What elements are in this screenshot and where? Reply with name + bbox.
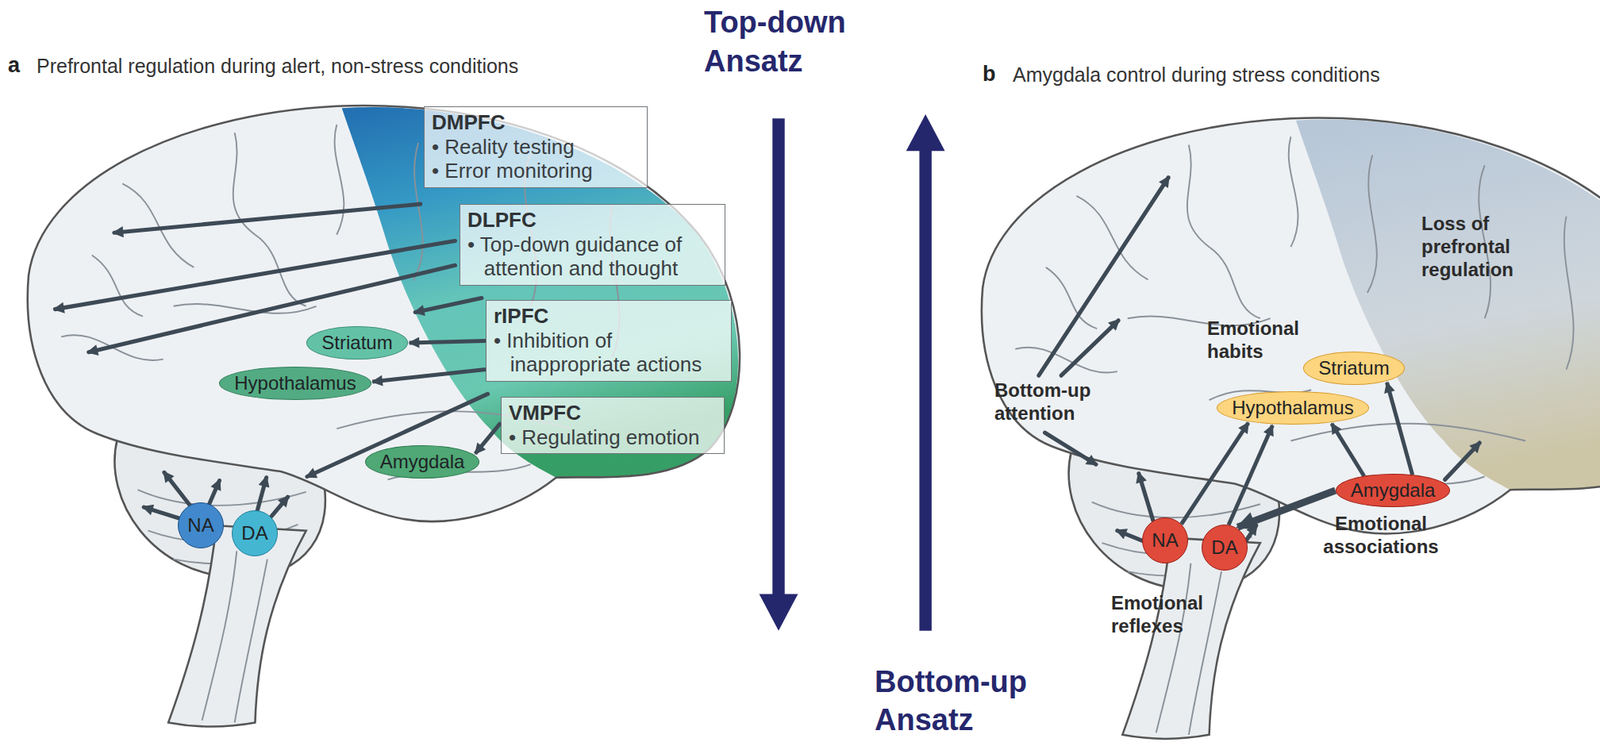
structure-name: Hypothalamus xyxy=(1231,396,1354,420)
illustration-part xyxy=(143,507,180,519)
region-note: Emotional reflexes xyxy=(1111,592,1231,639)
structure-ellipse: Striatum xyxy=(306,326,408,360)
structure-ellipse: Amygdala xyxy=(1335,473,1451,508)
region-name: DMPFC xyxy=(431,110,640,135)
projection-arrow xyxy=(1331,423,1365,477)
panel-title: Prefrontal regulation during alert, non-… xyxy=(36,53,640,78)
nucleus-circle: DA xyxy=(1201,524,1248,571)
region-box: VMPFC• Regulating emotion xyxy=(500,396,725,454)
structure-name: Hypothalamus xyxy=(234,372,356,395)
illustration-part xyxy=(1445,442,1481,480)
illustration-part xyxy=(164,472,190,505)
illustration-part xyxy=(1061,320,1119,376)
prefrontal-shading xyxy=(1296,119,1600,490)
region-name: rIPFC xyxy=(493,303,724,329)
structure-ellipse: Hypothalamus xyxy=(1216,391,1369,425)
region-box: DMPFC• Reality testing• Error monitoring xyxy=(423,106,648,189)
region-name: VMPFC xyxy=(508,400,717,426)
projection-arrow xyxy=(1237,490,1335,527)
region-note: Loss of prefrontal regulation xyxy=(1421,212,1541,281)
projection-arrow xyxy=(1387,382,1413,476)
approach-label: Bottom-up Ansatz xyxy=(874,663,1058,739)
region-note: Emotional habits xyxy=(1207,317,1327,364)
projection-arrows xyxy=(54,177,1480,542)
projection-arrow xyxy=(475,423,501,454)
structure-name: Amygdala xyxy=(1350,479,1436,502)
nucleus-circle: DA xyxy=(231,510,278,557)
illustration-part xyxy=(906,114,946,151)
structure-name: Amygdala xyxy=(380,450,466,474)
brain-left xyxy=(27,105,740,727)
region-box: DLPFC• Top-down guidance of attention an… xyxy=(459,203,726,286)
structure-name: NA xyxy=(187,514,214,537)
illustration-part xyxy=(307,393,489,477)
illustration-part xyxy=(759,593,799,631)
brain-body xyxy=(981,118,1600,739)
structure-ellipse: Amygdala xyxy=(365,445,481,479)
illustration-part xyxy=(1038,177,1169,376)
structure-name: DA xyxy=(241,522,268,545)
projection-arrow xyxy=(1228,425,1273,526)
direction-arrows xyxy=(759,114,946,631)
projection-arrow xyxy=(372,369,486,382)
illustration-part xyxy=(271,496,289,516)
illustration-part xyxy=(54,240,455,309)
region-note: Bottom-up attention xyxy=(994,379,1114,426)
panel-letter: b xyxy=(982,61,1007,87)
brain-right xyxy=(981,118,1600,739)
structure-ellipse: Striatum xyxy=(1303,351,1404,385)
projection-arrow xyxy=(409,341,486,343)
function-bullet: • Inhibition of inappropriate actions xyxy=(493,328,724,377)
nucleus-circle: NA xyxy=(1142,517,1189,564)
illustration-part xyxy=(919,149,931,631)
projection-arrow xyxy=(1181,423,1250,525)
panel-title: Amygdala control during stress condition… xyxy=(1012,62,1521,87)
function-bullet: • Reality testing xyxy=(431,134,640,160)
structure-name: NA xyxy=(1151,529,1178,552)
structure-ellipse: Hypothalamus xyxy=(219,366,371,400)
region-name: DLPFC xyxy=(467,207,718,233)
illustration-part xyxy=(257,477,267,512)
function-bullet: • Regulating emotion xyxy=(508,425,717,450)
approach-label: Top-down Ansatz xyxy=(703,3,879,81)
region-note: Emotional associations xyxy=(1305,512,1457,559)
brain-body xyxy=(27,105,740,727)
nucleus-circle: NA xyxy=(177,502,224,549)
illustration-part xyxy=(415,297,482,312)
prefrontal-shading xyxy=(342,107,739,478)
illustration-part xyxy=(1117,530,1143,542)
structure-name: DA xyxy=(1211,536,1238,559)
illustration-part xyxy=(1246,525,1257,541)
illustration-part xyxy=(772,118,785,597)
region-box: rIPFC• Inhibition of inappropriate actio… xyxy=(485,300,732,382)
panel-letter: a xyxy=(7,52,32,78)
structure-name: Striatum xyxy=(1318,357,1389,380)
brain-sulci xyxy=(981,118,1600,535)
illustration-part xyxy=(1138,473,1154,521)
brain-sulci xyxy=(27,105,740,522)
structure-name: Striatum xyxy=(321,331,393,354)
illustration-part xyxy=(1045,432,1097,465)
illustration-part xyxy=(114,203,421,233)
function-bullet: • Error monitoring xyxy=(431,158,640,184)
illustration-part xyxy=(209,480,220,505)
function-bullet: • Top-down guidance of attention and tho… xyxy=(467,232,718,281)
